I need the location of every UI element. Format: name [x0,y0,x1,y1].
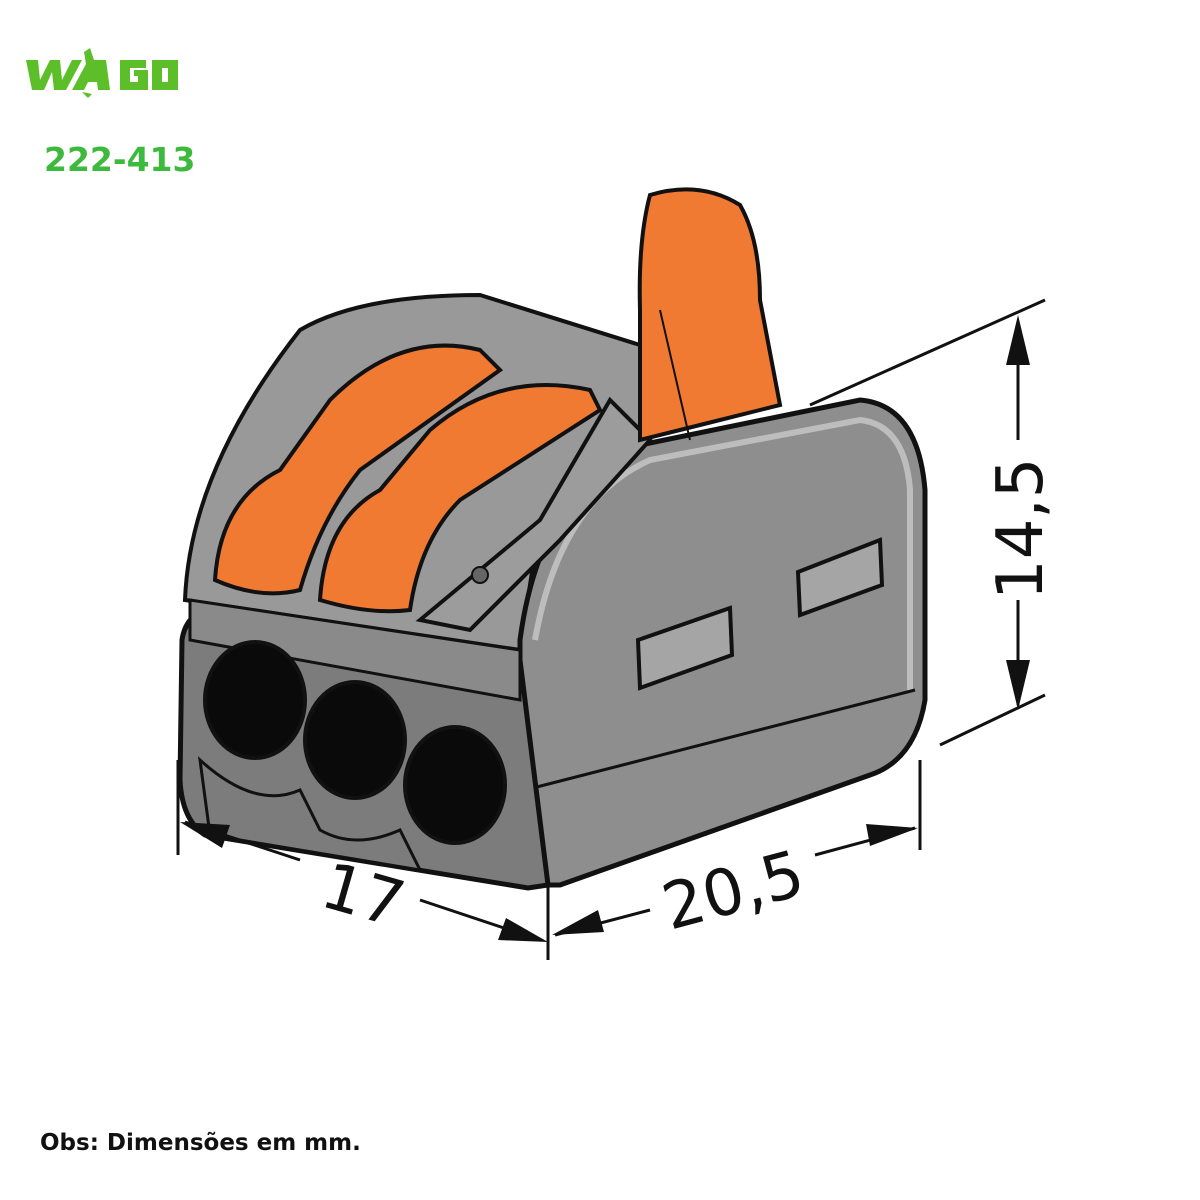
arrowheads [180,315,1030,942]
units-note: Obs: Dimensões em mm. [40,1130,361,1156]
wago-logo [26,48,178,98]
dimension-depth: 20,5 [655,837,812,945]
part-number: 222-413 [44,140,196,179]
lever [212,343,504,596]
wire-entry-holes [203,640,507,845]
side-window [795,537,885,618]
side-window [635,605,735,691]
lever [317,383,603,614]
dimension-height: 14,5 [984,458,1058,601]
